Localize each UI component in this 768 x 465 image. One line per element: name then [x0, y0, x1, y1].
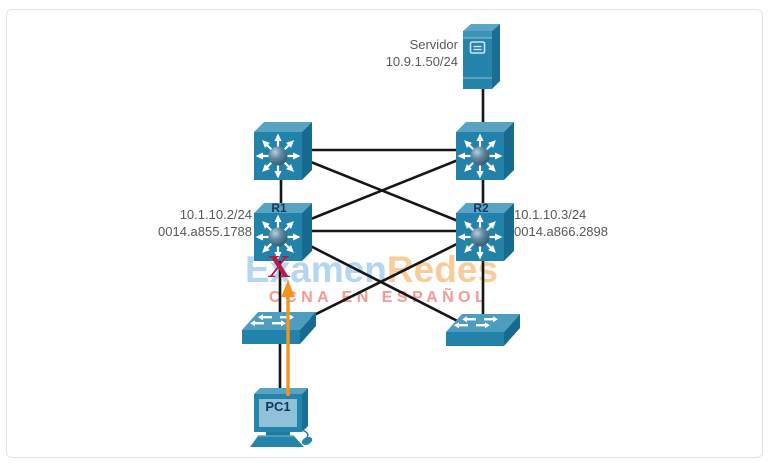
pc1-name-label: PC1 [265, 399, 291, 414]
r2-ip: 10.1.10.3/24 [514, 207, 587, 222]
server-icon [463, 23, 501, 89]
server-name: Servidor [409, 37, 458, 52]
server-label: Servidor 10.9.1.50/24 [320, 36, 458, 70]
r2-address-label: 10.1.10.3/24 0014.a866.2898 [514, 206, 674, 240]
r2-mac: 0014.a866.2898 [514, 224, 608, 239]
r1-ip: 10.1.10.2/24 [179, 207, 252, 222]
pc1-icon [250, 387, 315, 448]
r1-name-label: R1 [271, 201, 287, 215]
access-switch-sw1-icon [242, 312, 316, 344]
server-ip: 10.9.1.50/24 [385, 54, 458, 69]
r1-address-label: 10.1.10.2/24 0014.a855.1788 [96, 206, 252, 240]
r1-mac: 0014.a855.1788 [158, 224, 252, 239]
r2-name-label: R2 [473, 201, 489, 215]
diagram-border [6, 9, 763, 458]
multilayer-switch-dsw2-icon [456, 120, 514, 180]
link-failure-x-icon: X [267, 248, 291, 284]
multilayer-switch-dsw1-icon [254, 120, 312, 180]
access-switch-sw2-icon [446, 314, 520, 346]
